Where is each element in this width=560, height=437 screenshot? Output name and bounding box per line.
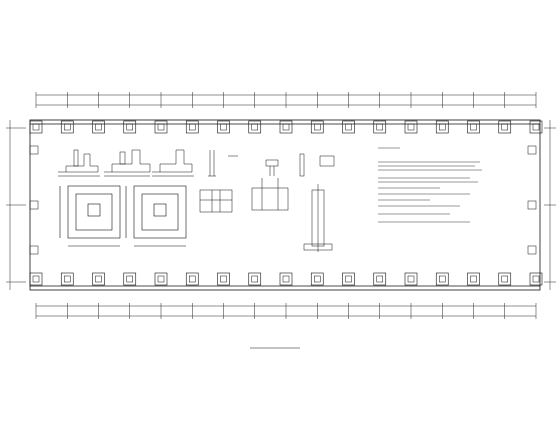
footing-row-top xyxy=(29,120,543,134)
building-outline xyxy=(29,119,541,291)
anchor-bolt-detail xyxy=(208,150,238,177)
bottom-dimension-ticks xyxy=(35,303,537,319)
footing-outer xyxy=(60,272,74,286)
footing-outer xyxy=(279,120,293,134)
footing-inner xyxy=(345,275,352,283)
footing-outer xyxy=(435,272,449,286)
footing-outer xyxy=(529,120,543,134)
footing-outer xyxy=(154,120,168,134)
footing-inner xyxy=(470,123,477,131)
footing-inner xyxy=(95,275,102,283)
footing-outer xyxy=(467,272,480,286)
footing-inner xyxy=(95,123,102,131)
footing-outer xyxy=(342,120,355,134)
footing-inner xyxy=(407,123,415,131)
footing-inner xyxy=(251,123,258,131)
footing-outer xyxy=(60,120,74,134)
footing-outer xyxy=(373,272,387,286)
end-wall-footing xyxy=(527,145,537,155)
footing-inner xyxy=(470,275,477,283)
footing-inner xyxy=(64,123,71,131)
footing-section-2 xyxy=(104,149,151,177)
top-dimension-ticks xyxy=(35,92,537,108)
footing-section-1 xyxy=(58,149,100,177)
footing-outer xyxy=(217,120,230,134)
footing-outer xyxy=(310,120,324,134)
footing-outer xyxy=(123,272,137,286)
footing-inner xyxy=(407,275,415,283)
footing-inner xyxy=(126,275,133,283)
footing-inner xyxy=(126,123,133,131)
footing-outer xyxy=(92,272,105,286)
footing-inner xyxy=(532,123,540,131)
footing-outer xyxy=(185,120,199,134)
general-notes-block xyxy=(378,147,482,223)
footing-section-3 xyxy=(152,149,194,177)
side-footings xyxy=(29,145,537,255)
footing-inner xyxy=(314,275,321,283)
footing-inner xyxy=(32,123,40,131)
footing-outer xyxy=(435,120,449,134)
footing-outer xyxy=(404,272,418,286)
footing-inner xyxy=(64,275,71,283)
footing-outer xyxy=(498,272,512,286)
footing-outer xyxy=(529,272,543,286)
footing-inner xyxy=(345,123,352,131)
footing-outer xyxy=(373,120,387,134)
footing-outer xyxy=(29,120,43,134)
footing-outer xyxy=(154,272,168,286)
footing-inner xyxy=(157,123,165,131)
footing-row-bottom xyxy=(29,272,543,286)
end-wall-footing xyxy=(527,245,537,255)
footing-inner xyxy=(376,123,383,131)
footing-inner xyxy=(220,275,227,283)
footing-outer xyxy=(248,272,262,286)
footing-outer xyxy=(310,272,324,286)
side-axis-lines xyxy=(6,120,556,290)
tie-beam-section xyxy=(303,184,333,252)
footing-detail-plan-1 xyxy=(59,185,121,247)
footing-outer xyxy=(123,120,137,134)
footing-outer xyxy=(279,272,293,286)
footing-inner xyxy=(439,275,446,283)
footing-inner xyxy=(32,275,40,283)
footing-outer xyxy=(185,272,199,286)
footing-outer xyxy=(404,120,418,134)
footing-inner xyxy=(501,123,508,131)
footing-outer xyxy=(92,120,105,134)
column-base-detail xyxy=(265,153,335,177)
end-wall-footing xyxy=(29,145,39,155)
footing-inner xyxy=(376,275,383,283)
footing-inner xyxy=(532,275,540,283)
end-wall-footing xyxy=(29,200,39,210)
footing-outer xyxy=(467,120,480,134)
footing-outer xyxy=(498,120,512,134)
footing-inner xyxy=(501,275,508,283)
footing-inner xyxy=(251,275,258,283)
footing-outer xyxy=(29,272,43,286)
footing-inner xyxy=(282,123,290,131)
footing-inner xyxy=(314,123,321,131)
base-plate-section xyxy=(199,178,289,213)
end-wall-footing xyxy=(29,245,39,255)
end-wall-footing xyxy=(527,200,537,210)
footing-inner xyxy=(189,123,196,131)
footing-outer xyxy=(217,272,230,286)
footing-inner xyxy=(157,275,165,283)
footing-detail-plan-2 xyxy=(125,185,187,247)
footing-inner xyxy=(439,123,446,131)
footing-inner xyxy=(220,123,227,131)
footing-inner xyxy=(282,275,290,283)
footing-outer xyxy=(248,120,262,134)
footing-inner xyxy=(189,275,196,283)
footing-outer xyxy=(342,272,355,286)
